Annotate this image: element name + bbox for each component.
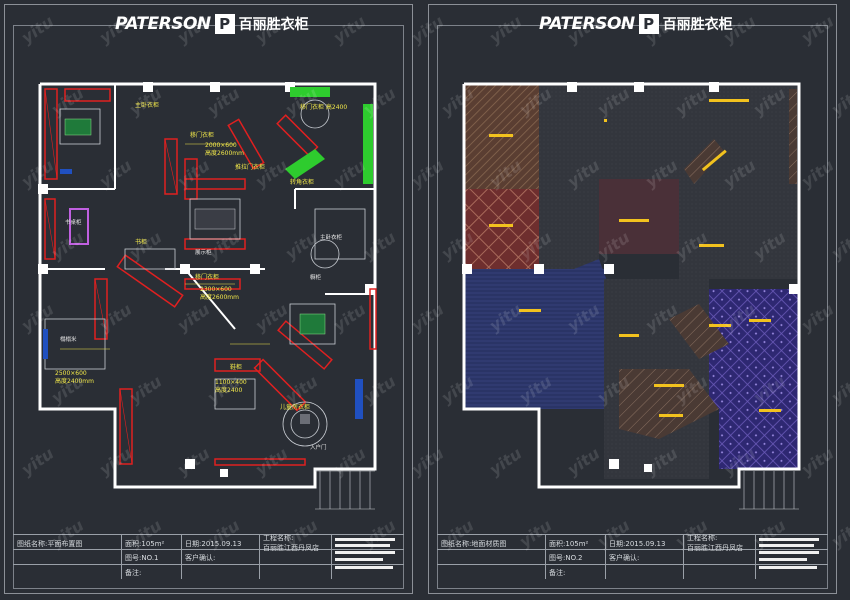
plan-walls (462, 82, 801, 489)
logo-mark-icon: P (214, 14, 235, 34)
tb-client-label: 客户确认: (185, 554, 216, 562)
tb-project-label: 工程名称: (263, 534, 294, 542)
tb-project-value: 百丽胜江西丹凤店 (687, 544, 743, 552)
label-cabinet: 橱柜 (310, 273, 322, 281)
dimension-lines (60, 143, 270, 350)
tb-area-label: 面积: (549, 540, 566, 548)
plan-walls (38, 82, 377, 489)
label-sliding-wardrobe: 移门衣柜 (190, 131, 214, 139)
tb-date-value: 2015.09.13 (201, 540, 242, 548)
label-sliding-2400: 移门衣柜 高2400 (300, 103, 347, 111)
floor-material-drawing (462, 82, 801, 510)
brand-logo: PATERSON P 百丽胜衣柜 (115, 11, 309, 37)
cabinet-hatches (44, 88, 178, 465)
logo-mark-icon: P (638, 14, 659, 34)
brand-logo: PATERSON P 百丽胜衣柜 (539, 11, 733, 37)
yellow-markers (489, 99, 781, 417)
logo-text: PATERSON (115, 14, 211, 34)
tb-area-value: 105m² (565, 540, 589, 548)
tb-number-value: NO.2 (565, 554, 583, 562)
label-height-1: 高度2600mm (205, 149, 244, 157)
stairs (315, 470, 375, 510)
tb-area-label: 面积: (125, 540, 142, 548)
label-size-4: 2500×600 (55, 370, 87, 377)
cabinet-outlines (44, 88, 377, 466)
furniture-outlines (44, 99, 366, 447)
tb-name-value: 平面布置图 (47, 540, 83, 548)
blue-sofa (43, 169, 363, 419)
sheet-floor-plan: PATERSON P 百丽胜衣柜 (4, 4, 413, 594)
label-master-wardrobe: 主卧衣柜 (135, 101, 159, 109)
label-master-2: 主卧衣柜 (320, 233, 343, 241)
stairs (739, 471, 799, 510)
label-sliding-2: 移门衣柜 (195, 273, 219, 281)
floor-plan-drawing: 主卧衣柜 移门衣柜 2000×600 高度2600mm 推拉门衣柜 移门衣柜 高… (38, 82, 377, 510)
tb-date-label: 日期: (609, 540, 626, 548)
tb-project-value: 百丽胜江西丹凤店 (263, 544, 319, 552)
green-balcony-panel (285, 87, 373, 184)
tb-number-label: 图号: (125, 554, 142, 562)
label-tatami: 榻榻米 (60, 335, 77, 343)
label-entry-door: 入户门 (310, 443, 327, 451)
logo-cn-text: 百丽胜衣柜 (662, 17, 733, 33)
drawing-frame (13, 25, 404, 589)
label-size-1: 2000×600 (205, 142, 237, 149)
plan-posts (462, 82, 799, 472)
label-height-2: 高度2600mm (200, 293, 239, 301)
tb-name-label: 图纸名称: (441, 540, 472, 548)
label-push-door: 推拉门衣柜 (235, 163, 265, 171)
sheet-floor-material: PATERSON P 百丽胜衣柜 (428, 4, 837, 594)
drawing-frame (437, 25, 828, 589)
tb-client-label: 客户确认: (609, 554, 640, 562)
tb-remark-label: 备注: (125, 569, 142, 577)
logo-text: PATERSON (539, 14, 635, 34)
tb-number-label: 图号: (549, 554, 566, 562)
label-height-4: 高度2400mm (55, 377, 94, 385)
label-corner-wardrobe: 转角衣柜 (290, 178, 314, 186)
tb-name-label: 图纸名称: (17, 540, 48, 548)
label-desk: 书桌柜 (65, 218, 82, 226)
label-bookcase: 书柜 (135, 238, 147, 246)
floor-zones (464, 84, 799, 479)
label-kids-wardrobe: 儿童房衣柜 (280, 403, 310, 411)
label-display: 展示柜 (195, 248, 212, 256)
tb-number-value: NO.1 (141, 554, 159, 562)
title-block: 图纸名称:平面布置图 面积:105m² 日期:2015.09.13 图号:NO.… (13, 534, 404, 579)
tb-project-label: 工程名称: (687, 534, 718, 542)
tb-area-value: 105m² (141, 540, 165, 548)
tb-date-label: 日期: (185, 540, 202, 548)
label-height-3: 高度2400 (215, 386, 242, 394)
title-block: 图纸名称:地面材质图 面积:105m² 日期:2015.09.13 图号:NO.… (437, 534, 828, 579)
label-size-2: 2300×600 (200, 286, 232, 293)
plan-labels: 主卧衣柜 移门衣柜 2000×600 高度2600mm 推拉门衣柜 移门衣柜 高… (55, 101, 347, 451)
tb-date-value: 2015.09.13 (625, 540, 666, 548)
purple-desk-outline (69, 208, 89, 245)
furniture-fills (64, 118, 326, 424)
tb-remark-label: 备注: (549, 569, 566, 577)
tb-name-value: 地面材质图 (471, 540, 507, 548)
label-shoe-cabinet: 鞋柜 (230, 363, 242, 371)
label-size-3: 1100×400 (215, 379, 247, 386)
logo-cn-text: 百丽胜衣柜 (238, 17, 309, 33)
